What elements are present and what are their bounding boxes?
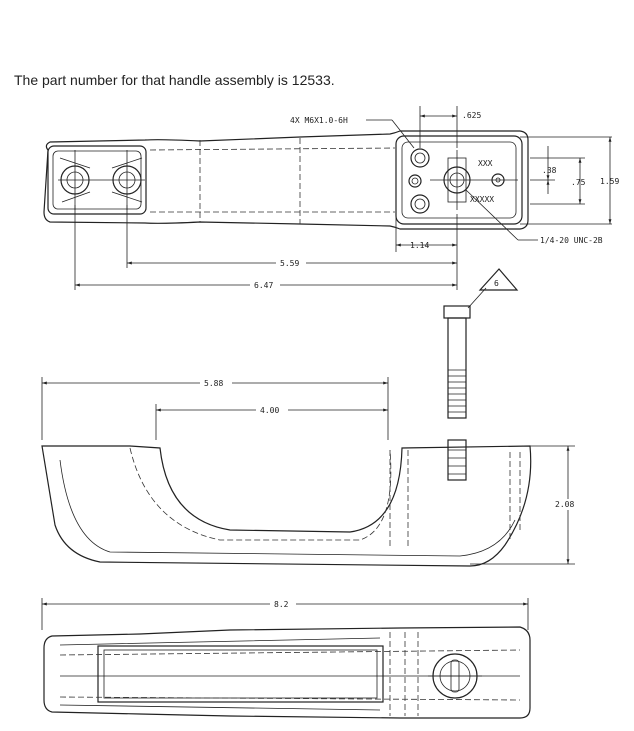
xxx-mark-bottom: XXXXX bbox=[470, 195, 494, 204]
dim-159: 1.59 bbox=[600, 177, 619, 186]
callout-number: 6 bbox=[494, 279, 499, 288]
caption: The part number for that handle assembly… bbox=[14, 72, 335, 88]
dim-400: 4.00 bbox=[260, 406, 279, 415]
dim-559: 5.59 bbox=[280, 259, 299, 268]
dim-tap: 1/4-20 UNC-2B bbox=[540, 236, 603, 245]
dim-82: 8.2 bbox=[274, 600, 289, 609]
top-view: XXX XXXXX 4X M6X1.0-6H .625 .38 .75 1.59… bbox=[43, 106, 619, 290]
xxx-mark-top: XXX bbox=[478, 159, 493, 168]
dim-thread-holes: 4X M6X1.0-6H bbox=[290, 116, 348, 125]
dim-208: 2.08 bbox=[555, 500, 574, 509]
dim-38: .38 bbox=[542, 166, 557, 175]
dim-588: 5.88 bbox=[204, 379, 223, 388]
dim-625: .625 bbox=[462, 111, 481, 120]
dim-114: 1.14 bbox=[410, 241, 429, 250]
bottom-view: 8.2 bbox=[41, 598, 531, 719]
side-view: 5.88 4.00 2.08 bbox=[41, 377, 583, 567]
bolt: 6 bbox=[443, 268, 519, 481]
dim-75: .75 bbox=[571, 178, 586, 187]
dim-647: 6.47 bbox=[254, 281, 273, 290]
